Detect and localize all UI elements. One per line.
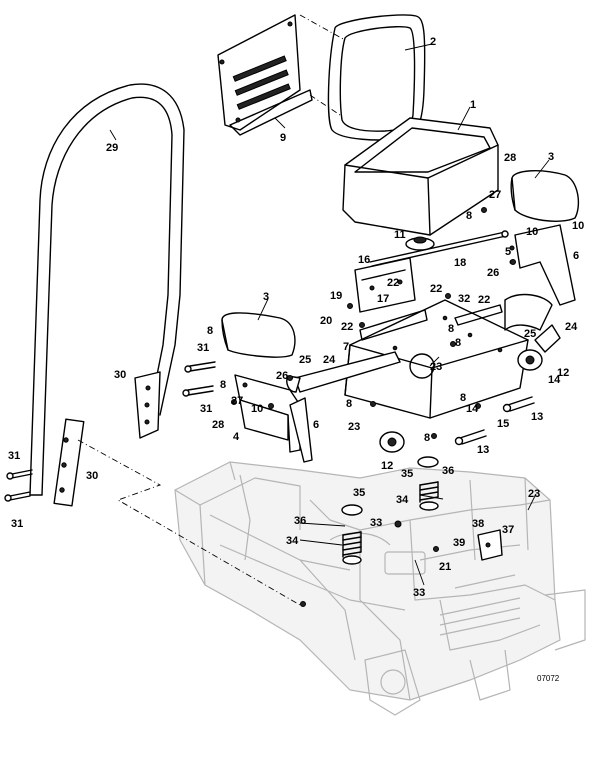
bolts-31: [4, 361, 216, 502]
callout-35: 35: [401, 468, 413, 480]
callout-30: 30: [114, 369, 126, 381]
drawing-reference: 07072: [537, 674, 560, 683]
callout-4: 4: [233, 431, 240, 443]
leader-lines: [109, 43, 550, 586]
callout-7: 7: [343, 341, 349, 353]
frame-chassis: [174, 461, 586, 716]
callout-9: 9: [280, 132, 286, 144]
seat-slide-rails: [354, 257, 503, 341]
callout-32: 32: [458, 293, 470, 305]
callout-36: 36: [294, 515, 306, 527]
callout-34: 34: [396, 494, 409, 506]
callout-10: 10: [526, 226, 538, 238]
callout-36: 36: [442, 465, 454, 477]
armrest-right: [504, 170, 580, 331]
callout-27: 27: [231, 395, 243, 407]
roll-bar-mount-plate-left: [134, 371, 161, 439]
callout-35: 35: [353, 487, 365, 499]
callout-18: 18: [454, 257, 466, 269]
callout-31: 31: [8, 450, 20, 462]
bumper-12: [379, 349, 543, 453]
callout-8: 8: [455, 337, 461, 349]
spring-left: [341, 504, 363, 565]
seat-cushion: [342, 117, 499, 236]
callout-15: 15: [497, 418, 509, 430]
callout-33: 33: [413, 587, 425, 599]
latch-assembly: [477, 529, 503, 561]
callout-6: 6: [313, 419, 319, 431]
callout-10: 10: [572, 220, 584, 232]
callout-20: 20: [320, 315, 332, 327]
callout-8: 8: [448, 323, 454, 335]
callout-8: 8: [220, 379, 226, 391]
callout-13: 13: [477, 444, 489, 456]
callout-28: 28: [504, 152, 516, 164]
callout-24: 24: [323, 354, 336, 366]
callout-28: 28: [212, 419, 224, 431]
callout-30: 30: [86, 470, 98, 482]
callout-25: 25: [524, 328, 536, 340]
seat-knob: [405, 236, 435, 251]
callout-19: 19: [330, 290, 342, 302]
callout-22: 22: [430, 283, 442, 295]
callout-2: 2: [430, 36, 436, 48]
roll-bar: [29, 83, 185, 507]
callout-12: 12: [381, 460, 393, 472]
callout-6: 6: [573, 250, 579, 262]
adjustment-rod: [369, 230, 509, 267]
callout-25: 25: [299, 354, 311, 366]
callout-8: 8: [207, 325, 213, 337]
callout-37: 37: [502, 524, 514, 536]
callout-11: 11: [394, 229, 406, 241]
callout-33: 33: [370, 517, 382, 529]
assembly-lines: [77, 14, 346, 606]
armrest-left: [221, 312, 301, 453]
callout-21: 21: [439, 561, 451, 573]
callout-38: 38: [472, 518, 484, 530]
spring-right: [417, 456, 439, 511]
callout-26: 26: [276, 370, 288, 382]
callout-23: 23: [348, 421, 360, 433]
armrest-support-6: [289, 397, 313, 463]
fasteners: [231, 207, 516, 607]
callout-labels: 1 2 3 3 4 5 6 6 7 8 8 8 8 8 8 8 8 9 10 1…: [8, 36, 584, 683]
pins-13: [454, 396, 535, 446]
lever-24-right: [534, 324, 561, 353]
callout-16: 16: [358, 254, 370, 266]
callout-10: 10: [251, 403, 263, 415]
callout-22: 22: [341, 321, 353, 333]
callout-22: 22: [387, 277, 399, 289]
callout-3: 3: [548, 151, 554, 163]
callout-12: 12: [557, 367, 569, 379]
callout-3: 3: [263, 291, 269, 303]
callout-24: 24: [565, 321, 578, 333]
callout-23: 23: [528, 488, 540, 500]
callout-31: 31: [197, 342, 209, 354]
callout-14: 14: [548, 374, 561, 386]
callout-13: 13: [531, 411, 543, 423]
callout-26: 26: [487, 267, 499, 279]
callout-22: 22: [478, 294, 490, 306]
callout-8: 8: [424, 432, 430, 444]
callout-1: 1: [470, 99, 476, 111]
callout-14: 14: [466, 403, 479, 415]
callout-5: 5: [505, 246, 511, 258]
callout-29: 29: [106, 142, 118, 154]
callout-17: 17: [377, 293, 389, 305]
callout-31: 31: [200, 403, 212, 415]
seat-back-bracket: [217, 14, 313, 136]
callout-23: 23: [430, 361, 442, 373]
callout-31: 31: [11, 518, 23, 530]
callout-39: 39: [453, 537, 465, 549]
callout-27: 27: [489, 189, 501, 201]
callout-8: 8: [460, 392, 466, 404]
callout-34: 34: [286, 535, 299, 547]
callout-8: 8: [466, 210, 472, 222]
callout-8: 8: [346, 398, 352, 410]
